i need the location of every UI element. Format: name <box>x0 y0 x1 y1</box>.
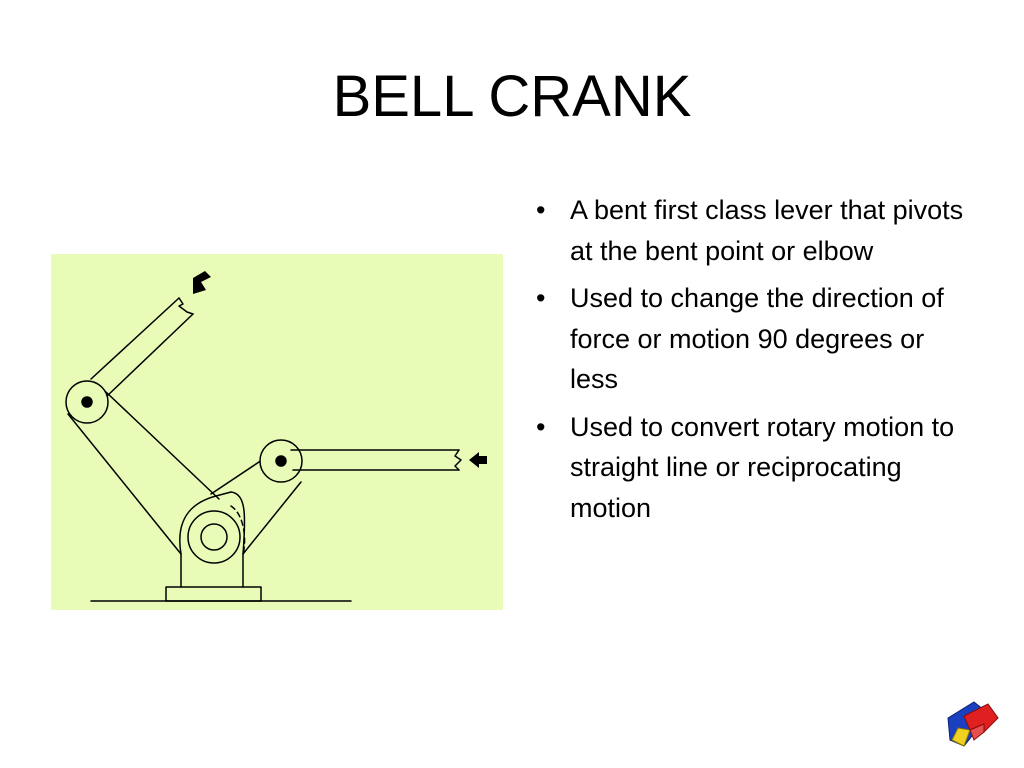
bullet-item: • Used to convert rotary motion to strai… <box>536 407 976 529</box>
next-slide-arrow-icon[interactable] <box>944 696 1000 752</box>
bullet-text: A bent first class lever that pivots at … <box>570 195 964 266</box>
upper-pivot-pin <box>81 396 93 408</box>
rod-break <box>454 449 462 471</box>
hub-hole <box>200 523 228 551</box>
upper-arm-edge-a <box>90 297 180 380</box>
right-pivot-pin <box>275 455 287 467</box>
upper-force-arrow <box>193 271 211 294</box>
upper-arm-break <box>178 297 194 315</box>
right-force-arrow <box>469 452 487 468</box>
bullet-item: • Used to change the direction of force … <box>536 278 976 400</box>
bullet-item: • A bent first class lever that pivots a… <box>536 190 976 271</box>
bullet-marker: • <box>536 195 546 225</box>
slide-title: BELL CRANK <box>332 64 692 129</box>
hub-boss <box>187 510 241 564</box>
crank-body-left <box>67 413 182 555</box>
hub-outline <box>179 491 246 555</box>
bell-crank-drawing <box>65 271 487 602</box>
upper-arm-edge-b <box>105 313 194 398</box>
bullet-text: Used to convert rotary motion to straigh… <box>570 411 955 523</box>
crank-body-right <box>105 391 220 500</box>
bullet-text: Used to change the direction of force or… <box>570 283 944 394</box>
bullet-marker: • <box>536 411 546 442</box>
bell-crank-diagram <box>51 254 503 610</box>
right-arm-edge-b <box>242 481 302 555</box>
bullet-list: • A bent first class lever that pivots a… <box>536 190 976 535</box>
bullet-marker: • <box>536 283 546 313</box>
base-plate <box>165 586 262 602</box>
hub-hidden-edge <box>230 505 246 555</box>
